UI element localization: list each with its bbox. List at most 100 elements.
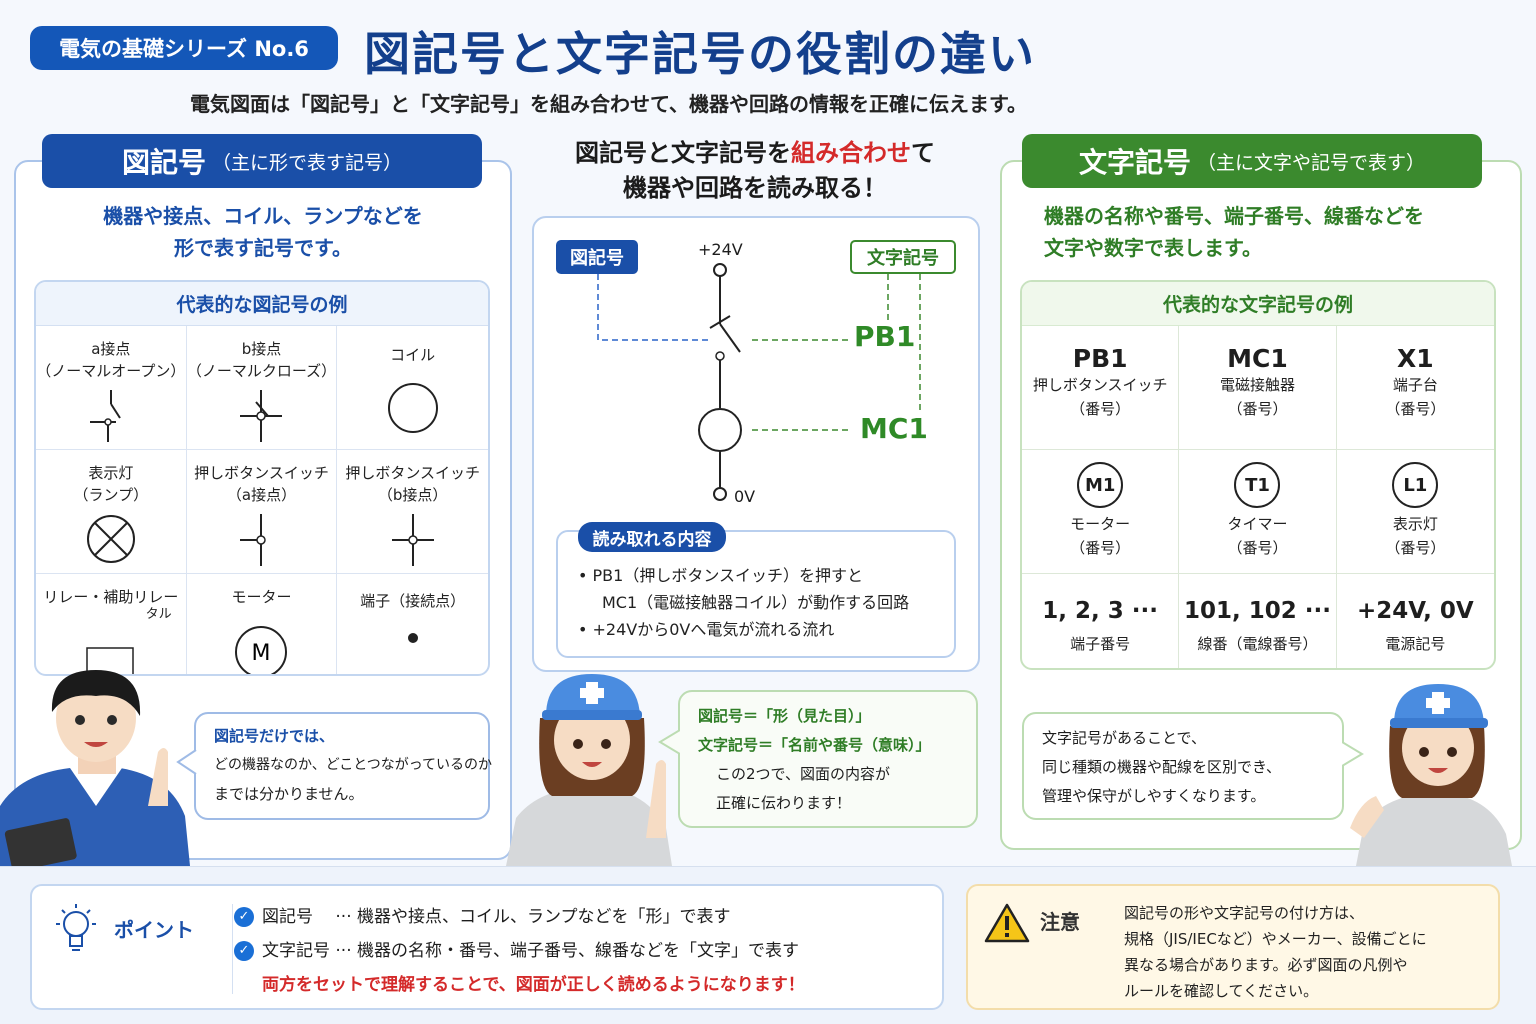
mc1-label: MC1 xyxy=(860,412,928,445)
voltage-bottom-label: 0V xyxy=(734,487,756,506)
symbol-panel-description: 機器や接点、コイル、ランプなどを 形で表す記号です。 xyxy=(40,200,486,264)
b-contact-icon xyxy=(240,390,283,442)
point-box: ✓ 図記号 ··· 機器や接点、コイル、ランプなどを「形」で表す ✓文字記号 ··… xyxy=(30,884,944,1010)
symbol-examples-table: 代表的な図記号の例 a接点 （ノーマルオープン） b接点 （ノーマルクローズ） xyxy=(34,280,490,676)
char-cell-l1: L1 表示灯 （番号） xyxy=(1336,450,1494,574)
speech-bubble-right: 文字記号があることで、 同じ種類の機器や配線を区別でき、 管理や保守がしやすくな… xyxy=(1022,712,1344,820)
bubble-line: までは分かりません。 xyxy=(214,785,364,803)
char-desc: 電磁接触器 xyxy=(1219,376,1295,394)
circuit-diagram xyxy=(597,263,921,501)
character-panel-note: （主に文字や記号で表す） xyxy=(1197,151,1426,174)
point-item-3: 両方をセットで理解することで、図面が正しく読めるようになります！ xyxy=(234,968,805,1002)
bubble-line: 管理や保守がしやすくなります。 xyxy=(1042,787,1266,805)
caution-line: 異なる場合があります。必ず図面の凡例や xyxy=(1124,956,1408,974)
center-title-line2: 機器や回路を読み取る！ xyxy=(623,174,887,202)
voltage-top-label: +24V xyxy=(698,240,743,259)
point-item-1: ✓ 図記号 ··· 機器や接点、コイル、ランプなどを「形」で表す xyxy=(234,900,805,934)
char-desc: （番号） xyxy=(1070,400,1131,418)
char-desc: モーター xyxy=(1070,515,1131,533)
bubble-tail-left xyxy=(176,749,197,775)
symbol-cell-pushbutton-b: 押しボタンスイッチ （b接点） xyxy=(337,450,488,574)
character-symbol-tag: 文字記号 xyxy=(850,240,956,274)
char-desc: 線番（電線番号） xyxy=(1197,635,1318,653)
char-desc: （番号） xyxy=(1227,400,1288,418)
symbol-table-title: 代表的な図記号の例 xyxy=(36,282,488,326)
char-code: PB1 xyxy=(1072,344,1128,373)
coil-icon xyxy=(387,383,438,433)
warning-icon xyxy=(984,903,1030,943)
char-desc: 端子台 xyxy=(1392,376,1438,394)
bubble-tail-center xyxy=(658,729,680,755)
symbol-sublabel: （ノーマルクローズ） xyxy=(186,362,337,380)
symbol-label: b接点 xyxy=(241,340,282,358)
point-label: ポイント xyxy=(114,918,194,942)
bubble-line: 同じ種類の機器や配線を区別でき、 xyxy=(1042,758,1281,776)
char-desc: （番号） xyxy=(1070,539,1131,557)
char-code: +24V, 0V xyxy=(1356,598,1474,624)
symbol-cell-terminal: 端子（接続点） xyxy=(337,574,488,674)
character-panel-title: 文字記号 xyxy=(1078,146,1191,179)
circled-code: L1 xyxy=(1392,462,1439,508)
character-panel-header: 文字記号 （主に文字や記号で表す） xyxy=(1022,134,1482,188)
symbol-label: リレー・補助リレー xyxy=(43,588,179,606)
symbol-sublabel: （ノーマルオープン） xyxy=(36,362,186,380)
read-line: MC1（電磁接触器コイル）が動作する回路 xyxy=(602,593,910,612)
symbol-cell-a-contact: a接点 （ノーマルオープン） xyxy=(36,326,187,450)
char-cell-pb1: PB1 押しボタンスイッチ （番号） xyxy=(1022,326,1180,450)
center-title-highlight: 組み合わせ xyxy=(791,139,911,167)
char-cell-terminal-numbers: 1, 2, 3 ··· 端子番号 xyxy=(1022,574,1180,668)
engineer-female-2-illustration xyxy=(1350,684,1512,866)
symbol-cell-pushbutton-a: 押しボタンスイッチ （a接点） xyxy=(186,450,338,574)
char-code: MC1 xyxy=(1227,344,1288,373)
bubble-line: 図記号＝「形（見た目）」 xyxy=(698,707,871,725)
check-icon: ✓ xyxy=(234,941,254,961)
point-text: 図記号 ··· 機器や接点、コイル、ランプなどを「形」で表す xyxy=(262,907,731,927)
character-desc-line1: 機器の名称や番号、端子番号、線番などを xyxy=(1044,204,1424,228)
lamp-icon xyxy=(86,515,135,563)
char-cell-x1: X1 端子台 （番号） xyxy=(1336,326,1494,450)
symbol-panel-note: （主に形で表す記号） xyxy=(212,151,403,174)
bubble-line: この2つで、図面の内容が xyxy=(716,765,890,783)
char-desc: 表示灯 xyxy=(1392,515,1438,533)
symbol-label: 端子（接続点） xyxy=(360,592,466,610)
center-title: 図記号と文字記号を組み合わせて 機器や回路を読み取る！ xyxy=(530,136,980,206)
char-desc: （番号） xyxy=(1385,539,1446,557)
character-desc-line2: 文字や数字で表します。 xyxy=(1044,236,1262,260)
lightbulb-icon xyxy=(56,904,96,951)
symbol-label: コイル xyxy=(390,346,436,364)
pushbutton-b-icon xyxy=(391,514,434,566)
char-cell-wire-numbers: 101, 102 ··· 線番（電線番号） xyxy=(1179,574,1337,668)
caution-label: 注意 xyxy=(1040,910,1080,934)
symbol-sublabel: （b接点） xyxy=(377,486,448,504)
character-examples-table: 代表的な文字記号の例 PB1 押しボタンスイッチ （番号） MC1 電磁接触器 … xyxy=(1020,280,1496,670)
motor-letter: M xyxy=(252,641,271,666)
point-item-2: ✓文字記号 ··· 機器の名称・番号、端子番号、線番などを「文字」で表す xyxy=(234,934,805,968)
center-title-post: て xyxy=(911,139,935,167)
symbol-cell-relay: リレー・補助リレー タル xyxy=(36,574,187,674)
bubble-line: 文字記号があることで、 xyxy=(1042,729,1206,747)
pb1-label: PB1 xyxy=(854,320,916,353)
caution-text: 図記号の形や文字記号の付け方は、 規格（JIS/IECなど）やメーカー、設備ごと… xyxy=(1124,900,1484,1004)
symbol-desc-line1: 機器や接点、コイル、ランプなどを xyxy=(103,204,423,228)
symbol-label: 押しボタンスイッチ xyxy=(345,464,481,482)
caution-line: 規格（JIS/IECなど）やメーカー、設備ごとに xyxy=(1124,930,1427,948)
char-cell-t1: T1 タイマー （番号） xyxy=(1179,450,1337,574)
caution-line: 図記号の形や文字記号の付け方は、 xyxy=(1124,904,1365,922)
bubble-line: 図記号だけでは、 xyxy=(214,727,335,745)
check-icon: ✓ xyxy=(234,907,254,927)
symbol-tag: 図記号 xyxy=(556,240,638,274)
char-desc: タイマー xyxy=(1227,515,1288,533)
symbol-cell-lamp: 表示灯 （ランプ） xyxy=(36,450,187,574)
char-code: 101, 102 ··· xyxy=(1184,598,1331,624)
symbol-label: 押しボタンスイッチ xyxy=(194,464,329,482)
char-desc: 端子番号 xyxy=(1070,635,1131,653)
character-panel-description: 機器の名称や番号、端子番号、線番などを 文字や数字で表します。 xyxy=(1044,200,1494,264)
char-desc: 電源記号 xyxy=(1385,635,1446,653)
symbol-desc-line2: 形で表す記号です。 xyxy=(174,236,352,260)
circled-code: T1 xyxy=(1234,462,1281,508)
symbol-sublabel: （a接点） xyxy=(226,486,297,504)
symbol-label: a接点 xyxy=(91,340,131,358)
symbol-cell-b-contact: b接点 （ノーマルクローズ） xyxy=(186,326,338,450)
char-code: 1, 2, 3 ··· xyxy=(1042,598,1159,624)
symbol-cell-coil: コイル xyxy=(337,326,488,450)
